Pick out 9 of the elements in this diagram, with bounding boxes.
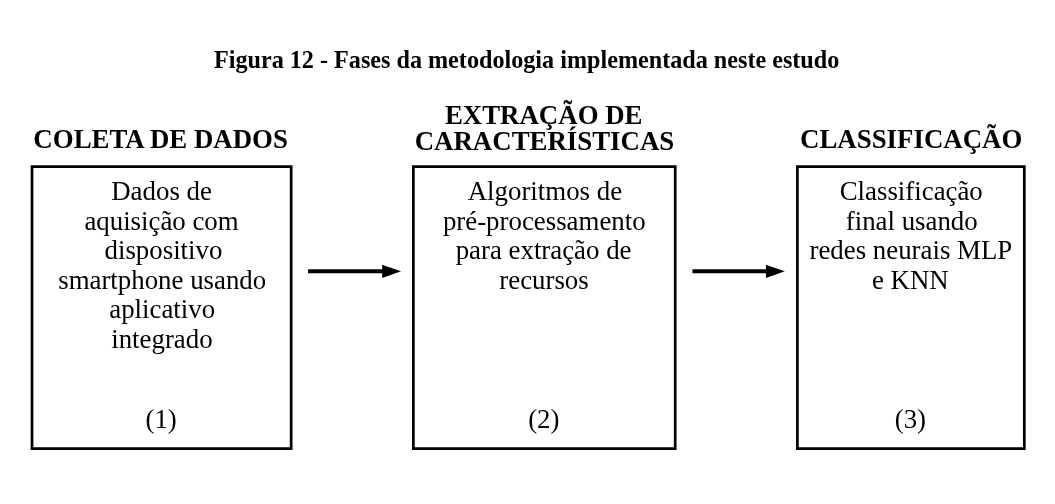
node-label: CLASSIFICAÇÃO [800,123,1023,154]
diagram-title: Figura 12 - Fases da metodologia implementada neste estudo [213,45,840,73]
arrow [308,264,402,278]
node-box: Algoritmos de pré-processamento para extração de recursos (2) [412,164,677,450]
node-label: EXTRAÇÃO DE CARACTERÍSTICAS [414,99,675,156]
node-label: COLETA DE DADOS [33,123,288,154]
arrow [692,264,785,278]
node-box: Dados de aquisição com dispositivo smartphone usando aplicativo integrado (1) [30,164,293,450]
node-box: Classificação final usando redes neurais MLP e KNN (3) [796,164,1026,450]
